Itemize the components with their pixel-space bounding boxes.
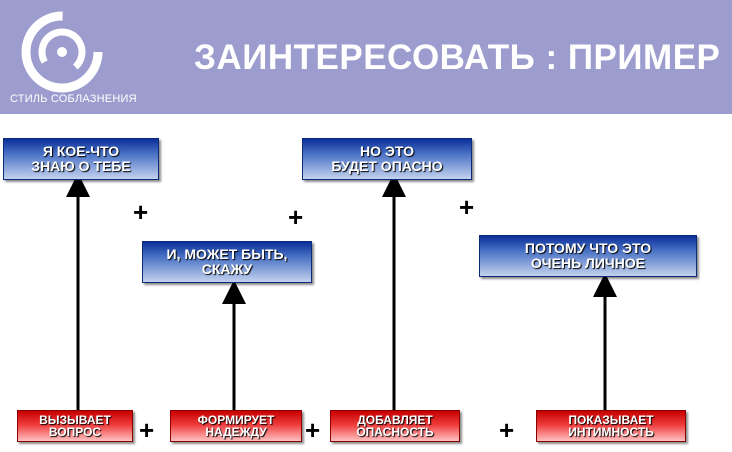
effect-line: НАДЕЖДУ: [205, 425, 267, 439]
logo-caption: СТИЛЬ СОБЛАЗНЕНИЯ: [10, 93, 137, 105]
plus-icon: +: [139, 415, 155, 445]
effect-line: ВОПРОС: [48, 425, 102, 439]
statement-line: НО ЭТО: [360, 143, 414, 160]
plus-icon: +: [288, 202, 304, 232]
statement-line: СКАЖУ: [201, 261, 253, 277]
plus-icon: +: [499, 415, 515, 445]
effect-line: ДОБАВЛЯЕТ: [357, 413, 433, 427]
statement-line: ЗНАЮ О ТЕБЕ: [31, 158, 131, 174]
effect-line: ВЫЗЫВАЕТ: [39, 413, 111, 427]
plus-icon: +: [459, 192, 475, 222]
statement-line: БУДЕТ ОПАСНО: [331, 158, 443, 174]
spiral-logo-icon: [21, 11, 103, 93]
plus-icon: +: [133, 197, 149, 227]
page-title: ЗАИНТЕРЕСОВАТЬ : ПРИМЕР: [194, 38, 721, 77]
effect-line: ОПАСНОСТЬ: [356, 425, 434, 439]
header-banner: СТИЛЬ СОБЛАЗНЕНИЯ ЗАИНТЕРЕСОВАТЬ : ПРИМЕ…: [0, 0, 732, 114]
effect-line: ИНТИМНОСТЬ: [568, 425, 654, 439]
effect-line: ФОРМИРУЕТ: [197, 413, 275, 427]
statement-line: И, МОЖЕТ БЫТЬ,: [166, 246, 288, 263]
statement-line: Я КОЕ-ЧТО: [42, 143, 120, 160]
effect-line: ПОКАЗЫВАЕТ: [568, 413, 654, 427]
statement-box-2: И, МОЖЕТ БЫТЬ,СКАЖУ: [142, 241, 312, 283]
statement-line: ОЧЕНЬ ЛИЧНОЕ: [530, 255, 646, 271]
statement-line: ПОТОМУ ЧТО ЭТО: [524, 240, 652, 257]
plus-icon: +: [305, 415, 321, 445]
